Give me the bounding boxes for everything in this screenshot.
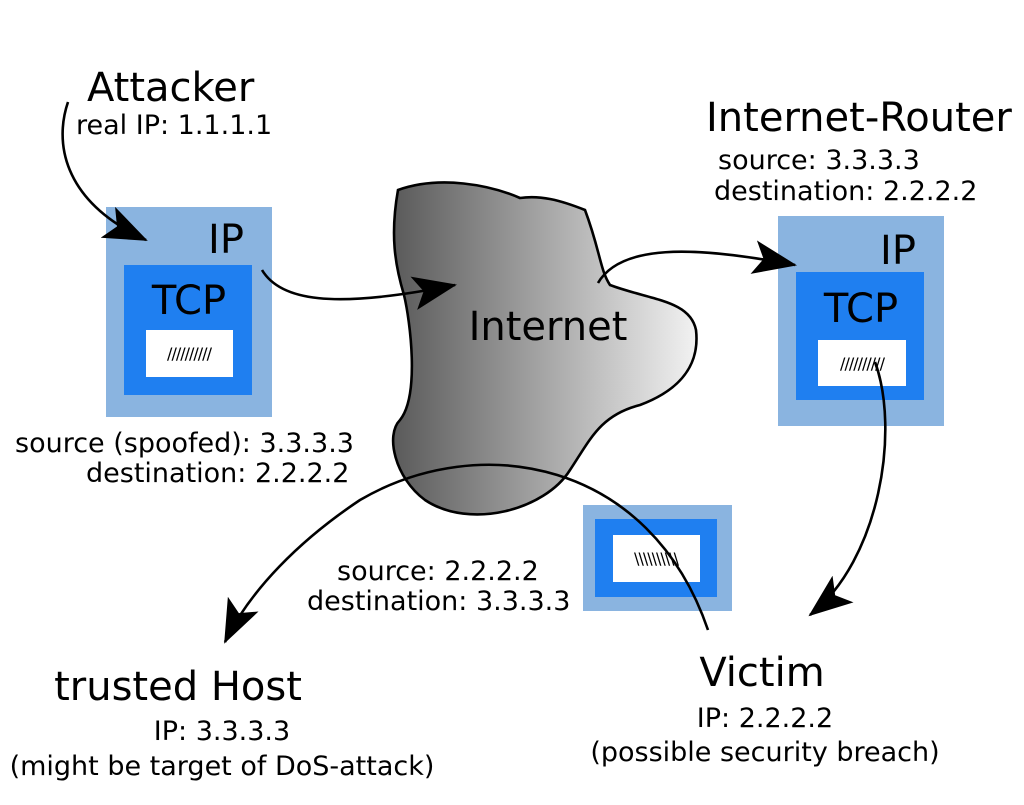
router-title: Internet-Router bbox=[706, 95, 1012, 141]
victim-title: Victim bbox=[699, 650, 824, 696]
arrow-router-to-victim bbox=[808, 361, 887, 617]
reply-payload bbox=[613, 535, 700, 582]
victim-ip: IP: 2.2.2.2 bbox=[697, 703, 833, 734]
internet-cloud bbox=[391, 181, 698, 516]
reply-packet: \\\\\\\\\\ bbox=[583, 505, 732, 611]
arrow-internet-to-router bbox=[596, 240, 797, 284]
router-tcp-label: TCP bbox=[823, 286, 898, 332]
attacker-payload bbox=[146, 330, 233, 377]
arrow-attacker-to-packet bbox=[61, 101, 148, 242]
router-packet: IP TCP ////////// bbox=[778, 216, 944, 426]
attacker-packet: IP TCP ////////// bbox=[106, 207, 272, 417]
arrow-victim-to-trusted-host bbox=[223, 463, 710, 644]
router-payload-hatch: ////////// bbox=[840, 354, 886, 373]
reply-source: source: 2.2.2.2 bbox=[337, 556, 539, 587]
trusted-host-ip: IP: 3.3.3.3 bbox=[154, 716, 290, 747]
attacker-payload-hatch: ////////// bbox=[167, 344, 213, 363]
internet-label: Internet bbox=[469, 304, 628, 350]
router-source: source: 3.3.3.3 bbox=[718, 145, 920, 176]
trusted-host-note: (might be target of DoS-attack) bbox=[10, 751, 435, 782]
router-payload bbox=[818, 340, 906, 386]
attacker-real-ip: real IP: 1.1.1.1 bbox=[76, 110, 272, 141]
router-ip-label: IP bbox=[880, 228, 916, 274]
attacker-ip-label: IP bbox=[208, 217, 244, 263]
victim-note: (possible security breach) bbox=[590, 737, 939, 768]
trusted-host-title: trusted Host bbox=[54, 664, 302, 710]
arrow-packet-to-internet bbox=[260, 269, 457, 310]
attacker-title: Attacker bbox=[87, 65, 255, 111]
attacker-source: source (spoofed): 3.3.3.3 bbox=[15, 428, 354, 459]
router-destination: destination: 2.2.2.2 bbox=[714, 176, 977, 207]
attacker-destination: destination: 2.2.2.2 bbox=[86, 458, 349, 489]
reply-destination: destination: 3.3.3.3 bbox=[307, 586, 570, 617]
attacker-tcp-label: TCP bbox=[151, 278, 226, 324]
